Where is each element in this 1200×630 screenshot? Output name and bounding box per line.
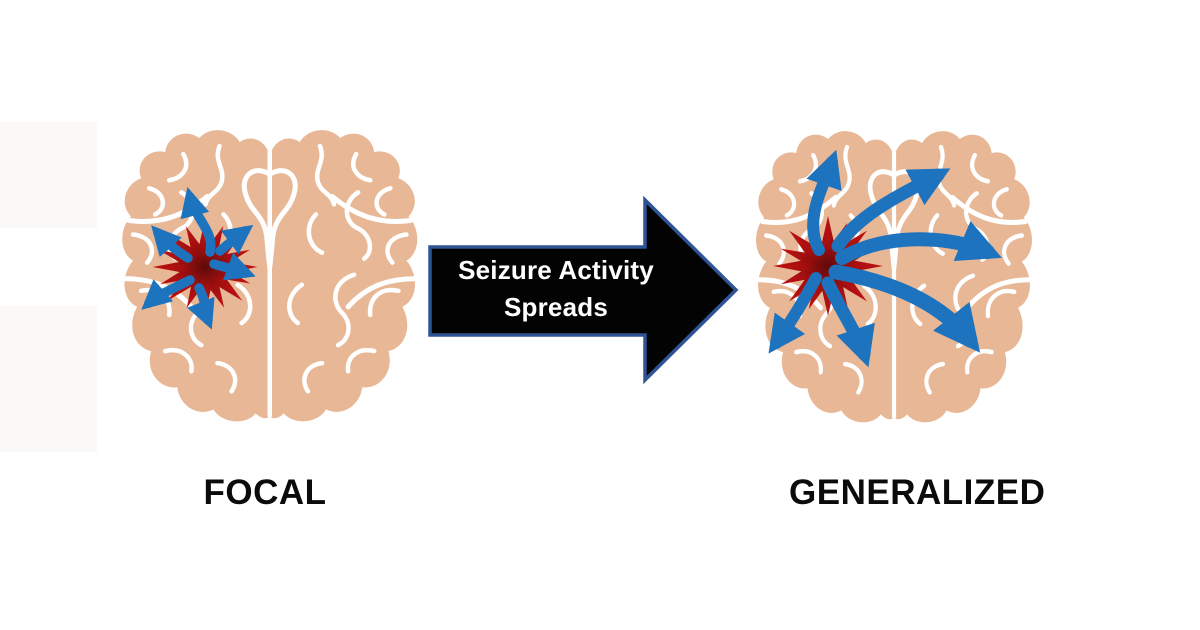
spread-arrow-down	[187, 283, 215, 330]
focal-label: FOCAL	[203, 473, 327, 512]
transition-arrow-label-line2: Spreads	[503, 292, 608, 322]
transition-arrow-label-line1: Seizure Activity	[458, 255, 654, 285]
spread-arrow-up	[180, 187, 216, 257]
right-spread-arrows	[768, 149, 1003, 368]
spread-arrow-upper-right	[831, 168, 951, 253]
spread-arrow-lower-left	[141, 275, 195, 310]
spread-arrow-lower-left	[768, 272, 822, 354]
spread-arrow-right	[835, 221, 1003, 265]
faint-edge-artifact-bottom	[0, 306, 97, 452]
spread-arrow-upper-left	[151, 225, 193, 263]
spread-arrow-up	[806, 149, 842, 256]
transition-arrow-shape	[428, 195, 739, 385]
left-spread-arrows	[141, 187, 256, 330]
transition-arrow-label: Seizure Activity Spreads	[431, 252, 681, 326]
spread-arrow-right	[209, 252, 256, 281]
left-brain-illustration	[122, 130, 417, 421]
faint-edge-artifact-top	[0, 122, 97, 228]
spread-arrow-upper-right	[215, 224, 254, 256]
spread-arrow-lower-right	[828, 264, 981, 353]
generalized-label: GENERALIZED	[789, 473, 1046, 512]
spread-arrow-down	[821, 276, 875, 368]
